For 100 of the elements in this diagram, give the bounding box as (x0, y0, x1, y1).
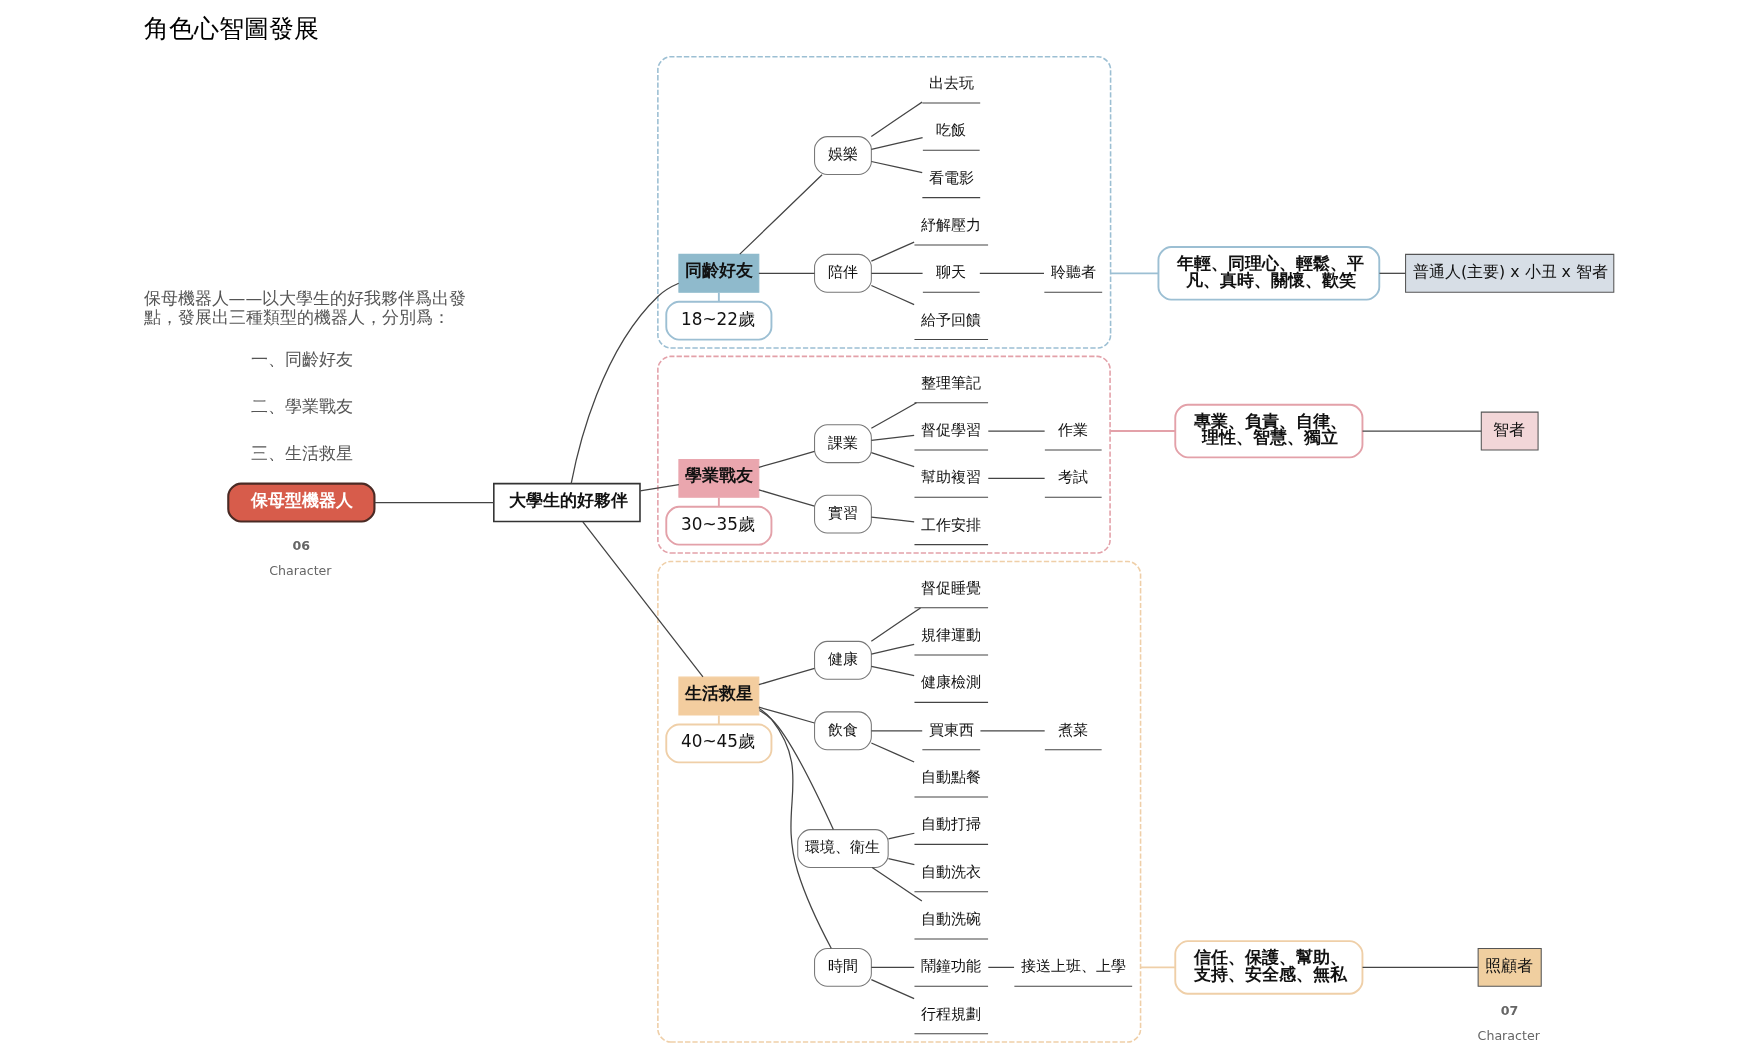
connector (870, 272, 924, 274)
connector (870, 402, 918, 429)
connector (1109, 272, 1160, 275)
node-text: 接送上班、上學 (1020, 957, 1126, 975)
node-text: 考試 (1058, 468, 1089, 486)
connector (870, 434, 915, 442)
connector (979, 730, 1046, 732)
connector (870, 101, 923, 138)
node-text: 督促學習 (920, 420, 981, 438)
node-box: 智者 (1480, 411, 1539, 451)
connector (870, 607, 922, 642)
cluster (657, 560, 1142, 1043)
node-text: 健康檢測 (920, 673, 981, 691)
node-box: 30~35歲 (665, 505, 773, 546)
node-text: 作業 (1058, 420, 1089, 438)
node-text: 自動洗碗 (920, 909, 981, 927)
connector (570, 282, 680, 485)
connector (374, 501, 495, 504)
connector (870, 516, 915, 523)
connector (887, 858, 915, 866)
node-text: 買東西 (928, 720, 974, 738)
connector (1361, 966, 1479, 969)
connector (870, 742, 915, 763)
connector (871, 866, 923, 902)
node-text: 幫助複習 (920, 468, 981, 486)
node-box: 實習 (814, 494, 872, 534)
connector (1378, 272, 1406, 274)
label: 06 (292, 538, 310, 554)
node-text: 紓解壓力 (920, 215, 981, 233)
node-box: 學業戰友 (678, 458, 760, 498)
node-box: 同齡好友 (678, 253, 760, 293)
node-text: 整理筆記 (920, 373, 981, 391)
node-text: 看電影 (928, 168, 974, 186)
label: 三、生活救星 (251, 443, 354, 464)
node-box: 普通人(主要) x 小丑 x 智者 (1405, 253, 1615, 293)
node-text: 自動洗衣 (920, 862, 981, 880)
connector (870, 665, 915, 677)
node-box: 健康 (814, 640, 872, 680)
connector (987, 966, 1015, 969)
connector (870, 284, 915, 306)
connector (870, 643, 915, 655)
node-box: 18~22歲 (665, 300, 773, 341)
label: 保母機器人——以大學生的好我夥伴爲出發點，發展出三種類型的機器人，分別爲： (143, 287, 467, 327)
connector (870, 966, 915, 969)
node-text: 自動點餐 (920, 768, 981, 785)
node-box: 年輕、同理心、輕鬆、平凡、真時、關懷、歡笑 (1157, 246, 1381, 301)
node-box: 專業、負責、自律、理性、智慧、獨立 (1174, 403, 1364, 459)
node-box: 環境、衛生 (797, 829, 889, 868)
connector (639, 484, 680, 492)
node-box: 大學生的好夥伴 (493, 482, 641, 523)
node-text: 鬧鐘功能 (920, 957, 981, 975)
connector (1361, 430, 1482, 432)
label: 二、學業戰友 (251, 395, 354, 416)
node-text: 給予回饋 (920, 310, 981, 328)
connector (758, 667, 816, 686)
node-box: 保母型機器人 (227, 482, 376, 523)
connector (758, 450, 816, 468)
connector (987, 477, 1046, 479)
connector (739, 174, 823, 255)
node-box: 時間 (814, 947, 872, 987)
node-text: 煮菜 (1058, 720, 1089, 738)
connector (758, 272, 816, 274)
connector (717, 714, 720, 726)
connector (1139, 966, 1176, 969)
node-box: 40~45歲 (665, 723, 773, 764)
node-text: 出去玩 (928, 73, 974, 91)
node-text: 自動打掃 (920, 815, 981, 833)
node-box: 信任、保護、幫助、支持、安全感、無私 (1174, 940, 1364, 995)
connector (870, 730, 923, 732)
connector (758, 706, 816, 724)
connector (758, 489, 816, 507)
label: Character (1477, 1028, 1540, 1044)
node-text: 規律運動 (920, 626, 981, 644)
node-text: 聊天 (936, 263, 967, 281)
connector (887, 832, 915, 840)
node-text: 工作安排 (920, 515, 981, 533)
connector (987, 430, 1046, 432)
cluster (657, 355, 1111, 554)
node-text: 聆聽者 (1050, 263, 1096, 281)
connector (582, 521, 704, 678)
connector (1109, 430, 1176, 432)
connector (758, 707, 832, 949)
node-box: 陪伴 (814, 253, 872, 293)
node-box: 生活救星 (678, 676, 760, 716)
node-box: 飲食 (814, 711, 872, 751)
connector (717, 496, 720, 508)
node-text: 吃飯 (936, 121, 967, 139)
node-box: 娛樂 (814, 136, 872, 175)
connector (870, 452, 915, 468)
node-text: 督促睡覺 (920, 578, 981, 596)
connector (870, 241, 915, 262)
node-box: 照顧者 (1477, 947, 1542, 987)
connector (717, 291, 720, 303)
connector (758, 709, 834, 831)
cluster (657, 55, 1112, 349)
connector (870, 978, 915, 1000)
label: 一、同齡好友 (251, 348, 354, 369)
label: 07 (1500, 1002, 1519, 1018)
node-text: 行程規劃 (920, 1004, 981, 1022)
connector (870, 137, 924, 150)
